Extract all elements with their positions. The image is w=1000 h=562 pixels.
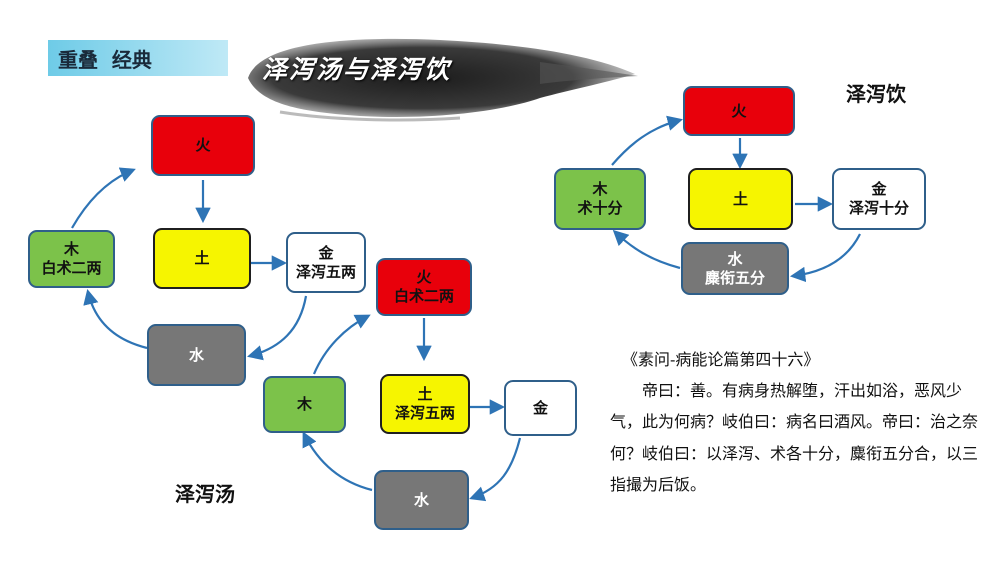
right-diagram-label: 泽泻饮 xyxy=(846,82,906,106)
arrow-wood-fire-right xyxy=(611,115,683,166)
left-wood-label: 木 xyxy=(63,240,79,259)
middle-metal-label: 金 xyxy=(532,398,548,417)
arrow-water-wood-right xyxy=(612,229,681,270)
left-earth-label: 土 xyxy=(194,249,210,268)
right-wood-node: 木 术十分 xyxy=(554,168,646,230)
middle-water-label: 水 xyxy=(413,490,429,509)
middle-fire-herb: 白术二两 xyxy=(393,287,454,305)
arrow-metal-water-left xyxy=(247,295,308,361)
middle-metal-node: 金 xyxy=(504,380,577,436)
right-metal-herb: 泽泻十分 xyxy=(848,199,909,217)
left-fire-label: 火 xyxy=(195,136,211,155)
quote-body: 帝曰：善。有病身热解堕，汗出如浴，恶风少气，此为何病？岐伯曰：病名曰酒风。帝曰：… xyxy=(610,381,979,494)
middle-wood-node: 木 xyxy=(263,376,346,433)
right-metal-node: 金 泽泻十分 xyxy=(832,168,926,230)
left-water-label: 水 xyxy=(188,345,204,364)
left-water-node: 水 xyxy=(147,324,246,386)
right-water-node: 水 麋衔五分 xyxy=(681,242,789,295)
right-wood-label: 木 xyxy=(592,180,608,199)
left-metal-node: 金 泽泻五两 xyxy=(286,232,366,293)
right-earth-label: 土 xyxy=(732,189,748,208)
right-fire-label: 火 xyxy=(731,101,747,120)
middle-earth-label: 土 xyxy=(417,385,433,404)
classic-quote: 《素问-病能论篇第四十六》 帝曰：善。有病身热解堕，汗出如浴，恶风少气，此为何病… xyxy=(610,344,982,500)
right-metal-label: 金 xyxy=(871,180,887,199)
middle-fire-label: 火 xyxy=(416,268,432,287)
right-fire-node: 火 xyxy=(683,86,795,136)
right-wood-herb: 术十分 xyxy=(577,199,623,217)
left-diagram-label: 泽泻汤 xyxy=(175,482,235,506)
brush-title: 泽泻汤与泽泻饮 xyxy=(262,55,452,84)
right-water-herb: 麋衔五分 xyxy=(704,268,765,287)
arrow-metal-water-mid xyxy=(469,437,522,502)
section-tag: 重叠 经典 xyxy=(48,40,228,76)
left-earth-node: 土 xyxy=(153,228,251,289)
middle-earth-node: 土 泽泻五两 xyxy=(380,374,470,434)
arrow-wood-fire-mid xyxy=(312,314,371,375)
left-fire-node: 火 xyxy=(151,115,255,176)
left-wood-node: 木 白术二两 xyxy=(28,230,115,288)
arrow-water-wood-left xyxy=(83,289,148,350)
arrow-wood-fire-left xyxy=(71,167,136,229)
middle-fire-node: 火 白术二两 xyxy=(376,258,472,316)
section-tag-label: 重叠 经典 xyxy=(58,47,152,72)
right-water-label: 水 xyxy=(727,249,743,268)
arrow-water-wood-mid xyxy=(302,431,373,492)
arrow-metal-water-right xyxy=(789,233,861,283)
left-metal-herb: 泽泻五两 xyxy=(295,262,356,281)
ink-brush-stroke xyxy=(248,38,638,122)
quote-title: 《素问-病能论篇第四十六》 xyxy=(622,350,820,369)
middle-earth-herb: 泽泻五两 xyxy=(394,404,455,422)
left-wood-herb: 白术二两 xyxy=(41,259,102,277)
right-earth-node: 土 xyxy=(688,168,793,230)
middle-water-node: 水 xyxy=(374,470,469,530)
middle-wood-label: 木 xyxy=(296,395,312,414)
left-metal-label: 金 xyxy=(318,243,334,262)
